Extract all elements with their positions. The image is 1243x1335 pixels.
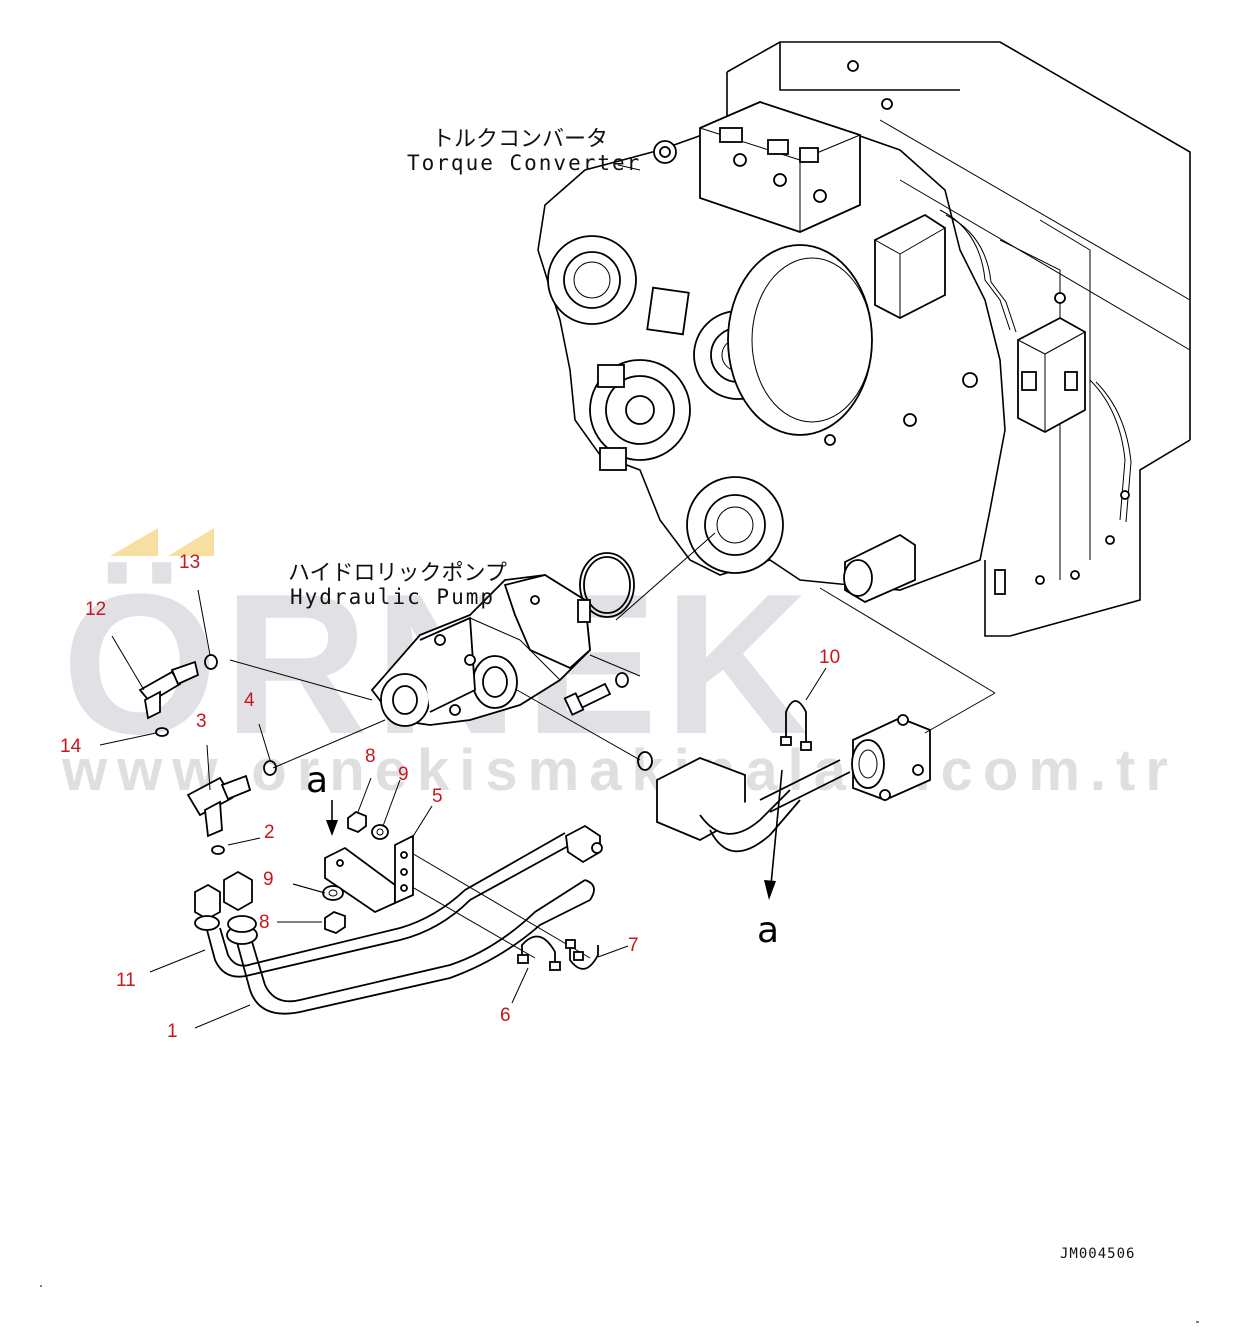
callout-7: 7 [628,935,639,956]
component-labels: トルクコンバータ Torque Converter ハイドロリックポンプ Hyd… [288,127,641,609]
callout-leaders [99,589,827,1029]
callout-8-bottom: 8 [259,912,270,933]
callout-14: 14 [60,736,82,757]
hydraulic-pump-drawing [370,574,653,771]
label-hydraulic-pump-en: Hydraulic Pump [290,585,495,609]
connection-lines [229,164,996,959]
tubes [194,824,603,1015]
callout-9-top: 9 [398,764,409,785]
label-hydraulic-pump-jp: ハイドロリックポンプ [288,561,507,586]
callout-9-bottom: 9 [263,869,274,890]
bracket-assembly [322,810,414,935]
callout-4: 4 [244,690,255,711]
callout-13: 13 [179,552,200,573]
watermark: ÖRNEK www.ornekismakinalari.com.tr [61,528,1168,803]
callout-3: 3 [196,711,207,732]
callout-12: 12 [85,599,106,620]
callout-2: 2 [264,822,275,843]
tube-clamp-assembly [656,700,931,853]
callout-6: 6 [500,1005,511,1026]
o-ring-torque-converter [579,552,635,618]
callout-5: 5 [432,786,443,807]
document-id: JM004506 [1060,1246,1135,1262]
label-torque-converter-en: Torque Converter [407,151,641,175]
view-label-a-bottom: a [757,910,779,951]
torque-converter-drawing [537,41,1191,637]
view-arrow-a: a a [306,760,783,951]
u-bolts [517,935,599,971]
watermark-accent-left [110,528,158,556]
callout-numbers: 1 2 3 4 5 6 7 8 8 9 9 10 11 12 13 14 [60,552,840,1042]
label-torque-converter-jp: トルクコンバータ [432,127,608,152]
callout-8-top: 8 [365,746,376,767]
callout-1: 1 [167,1021,178,1042]
callout-10: 10 [819,647,840,668]
watermark-accent-right [168,528,214,556]
callout-11: 11 [116,970,136,991]
view-label-a-top: a [306,760,328,801]
